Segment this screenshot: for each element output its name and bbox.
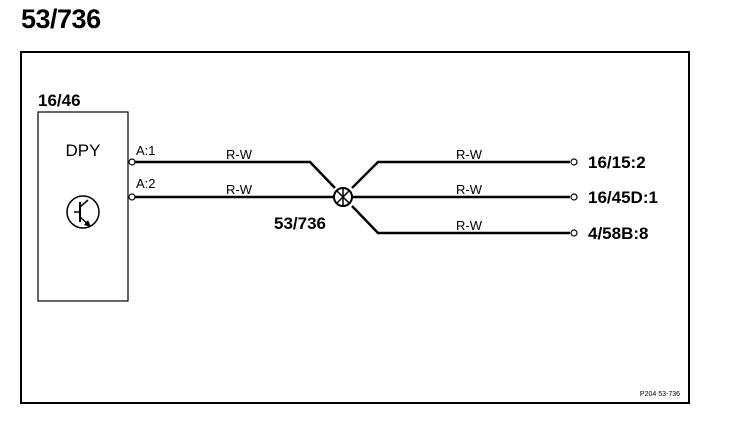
component-name: DPY (66, 141, 101, 160)
wire-label-right-middle: R-W (456, 182, 483, 197)
terminal-dest-1 (570, 158, 578, 166)
wire-label-left-upper: R-W (226, 147, 253, 162)
terminal-dest-3 (570, 229, 578, 237)
pin-label-a1: A:1 (136, 143, 156, 158)
wire-label-right-lower: R-W (456, 218, 483, 233)
destination-1: 16/15:2 (588, 153, 646, 172)
footer-code: P204 53-736 (640, 391, 680, 398)
transistor-icon (66, 195, 100, 229)
splice-icon (333, 187, 353, 207)
page-title: 53/736 (21, 4, 101, 34)
wire-label-left-lower: R-W (226, 182, 253, 197)
wire-right-upper (351, 160, 570, 189)
destination-2: 16/45D:1 (588, 188, 658, 207)
pin-a1-terminal (128, 158, 136, 166)
wire-right-lower (351, 205, 570, 235)
diagram-frame (20, 51, 690, 404)
terminal-dest-2 (570, 193, 578, 201)
component-ref: 16/46 (38, 91, 81, 110)
pin-label-a2: A:2 (136, 176, 156, 191)
component-box (37, 111, 129, 302)
wire-label-right-upper: R-W (456, 147, 483, 162)
splice-label: 53/736 (274, 214, 326, 233)
wire-left-upper (135, 160, 336, 189)
destination-3: 4/58B:8 (588, 224, 648, 243)
pin-a2-terminal (128, 193, 136, 201)
